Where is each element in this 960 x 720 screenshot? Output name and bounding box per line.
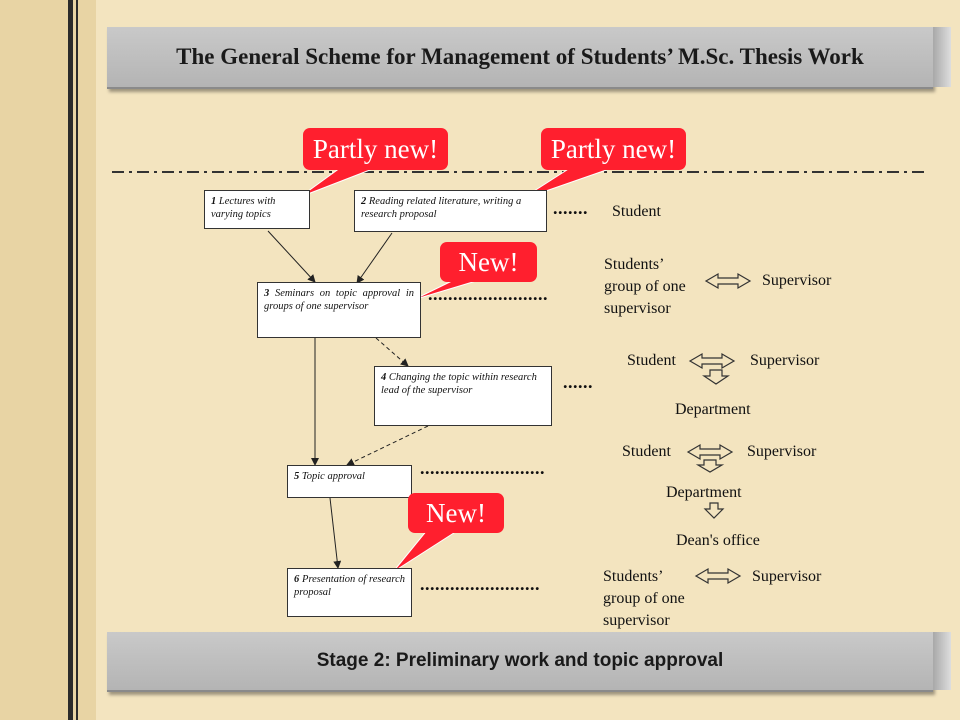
dotted-leader-2: ........................ — [428, 284, 548, 304]
step-box-2: 2 Reading related literature, writing a … — [354, 190, 547, 232]
step-number: 4 — [381, 372, 387, 383]
arrow-3-to-4-dashed — [375, 337, 409, 367]
step-box-5: 5 Topic approval — [287, 465, 412, 498]
role-student-1: Student — [612, 203, 661, 220]
callout-partly-new-1: Partly new! — [303, 128, 448, 170]
role-supervisor-1: Supervisor — [762, 272, 832, 289]
step-text: Reading related literature, writing a re… — [361, 196, 522, 220]
step-number: 6 — [294, 574, 300, 585]
step-number: 1 — [211, 196, 217, 207]
step-box-1: 1 Lectures with varying topics — [204, 190, 310, 229]
left-decorative-panel — [0, 0, 96, 720]
step-number: 3 — [264, 288, 270, 299]
stage-banner-bevel — [933, 632, 951, 690]
callout-tail-4 — [392, 528, 462, 573]
role-student-3: Student — [622, 443, 671, 460]
down-arrow-3 — [703, 502, 725, 519]
double-arrow-3 — [686, 443, 734, 461]
double-arrow-4 — [694, 567, 742, 585]
step-text: Topic approval — [299, 471, 365, 482]
stage-label: Stage 2: Preliminary work and topic appr… — [316, 650, 724, 671]
down-arrow-2 — [695, 459, 725, 473]
arrow-1-to-3 — [267, 230, 316, 283]
step-text: Lectures with varying topics — [211, 196, 276, 220]
left-vertical-rule — [68, 0, 73, 720]
role-department-2: Department — [666, 484, 742, 501]
role-deans-office: Dean's office — [676, 532, 760, 549]
down-arrow-1 — [702, 369, 730, 385]
role-supervisor-2: Supervisor — [750, 352, 820, 369]
left-vertical-rule-thin — [76, 0, 78, 720]
step-number: 2 — [361, 196, 367, 207]
dotted-leader-5: ........................ — [420, 574, 540, 594]
role-students-group-1: Students’ group of one supervisor — [604, 256, 686, 317]
role-department-1: Department — [675, 401, 751, 418]
stage-banner: Stage 2: Preliminary work and topic appr… — [107, 632, 951, 692]
step-box-4: 4 Changing the topic within research lea… — [374, 366, 552, 426]
arrow-2-to-3 — [356, 232, 393, 284]
step-text: Presentation of research proposal — [294, 574, 405, 598]
double-arrow-2 — [688, 352, 736, 370]
role-students-group-2: Students’ group of one supervisor — [603, 568, 685, 629]
arrow-4-to-5-dashed — [346, 425, 429, 466]
step-number: 5 — [294, 471, 300, 482]
dotted-leader-3: ...... — [563, 372, 593, 392]
arrow-5-to-6 — [329, 497, 342, 569]
step-text: Changing the topic within research lead … — [381, 372, 537, 396]
dotted-leader-1: ....... — [553, 198, 588, 218]
role-supervisor-4: Supervisor — [752, 568, 822, 585]
title-banner-bevel — [933, 27, 951, 87]
dotted-leader-4: ......................... — [420, 458, 545, 478]
title-banner: The General Scheme for Management of Stu… — [107, 27, 951, 89]
step-text: Seminars on topic approval in groups of … — [264, 288, 414, 312]
role-student-2: Student — [627, 352, 676, 369]
double-arrow-1 — [704, 272, 752, 290]
callout-new-1: New! — [440, 242, 537, 282]
role-supervisor-3: Supervisor — [747, 443, 817, 460]
page-title: The General Scheme for Management of Stu… — [176, 44, 864, 69]
callout-partly-new-2: Partly new! — [541, 128, 686, 170]
callout-new-2: New! — [408, 493, 504, 533]
step-box-3: 3 Seminars on topic approval in groups o… — [257, 282, 421, 338]
step-box-6: 6 Presentation of research proposal — [287, 568, 412, 617]
